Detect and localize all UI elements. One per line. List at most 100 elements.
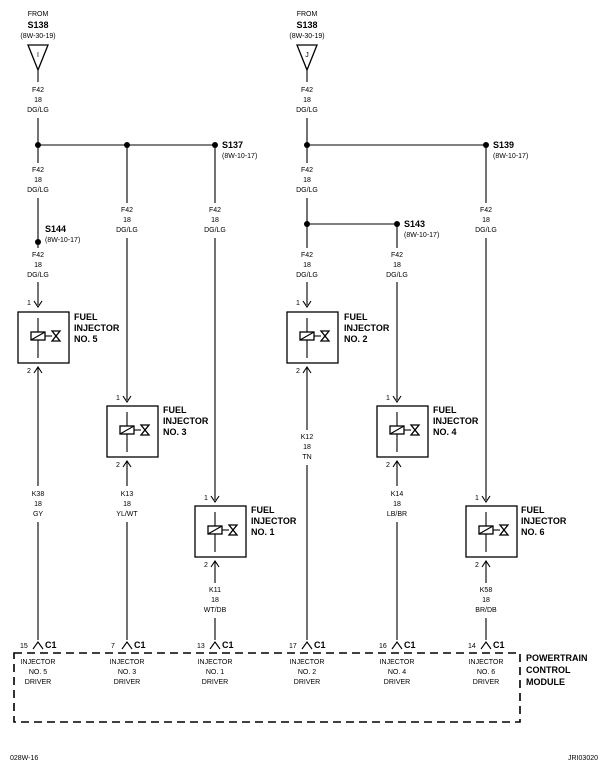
source-splice-label: S138 <box>27 20 48 30</box>
injector-label: FUEL <box>521 505 545 515</box>
wire-color: WT/DB <box>204 607 227 614</box>
source-from-label: FROM <box>28 11 49 18</box>
pin-in-label: 1 <box>27 300 31 307</box>
injector-no-3: 1 2 FUEL INJECTOR NO. 3 <box>106 395 209 469</box>
wire-color: LB/BR <box>387 511 407 518</box>
injector-label: NO. 6 <box>521 527 545 537</box>
pin-in-label: 1 <box>386 395 390 402</box>
wire-label: F42 18 DG/LG <box>27 252 49 279</box>
module-label: CONTROL <box>526 665 571 675</box>
splice-dot <box>483 142 489 148</box>
splice-dot <box>35 239 41 245</box>
source-from-label: FROM <box>297 11 318 18</box>
pin-function: NO. 4 <box>388 669 406 676</box>
wire-circuit: F42 <box>32 167 44 174</box>
wire-color: DG/LG <box>204 227 226 234</box>
injector-label: FUEL <box>74 312 98 322</box>
wire-label: K14 18 LB/BR <box>387 491 407 518</box>
wire-color: GY <box>33 511 43 518</box>
pin-function: DRIVER <box>384 679 410 686</box>
pin-function: DRIVER <box>294 679 320 686</box>
wire-label: K38 18 GY <box>32 491 45 518</box>
pcm-pins: 15 C1 INJECTOR NO. 5 DRIVER 7 C1 INJECTO… <box>20 640 505 686</box>
injector-no-2: 1 2 FUEL INJECTOR NO. 2 <box>286 300 390 375</box>
injector-label: FUEL <box>433 405 457 415</box>
wire-gauge: 18 <box>34 177 42 184</box>
wire-label: K11 18 WT/DB <box>204 587 227 614</box>
wire-label: F42 18 DG/LG <box>27 87 49 114</box>
pin-number: 14 <box>468 643 476 650</box>
pin-out-label: 2 <box>27 368 31 375</box>
wire-gauge: 18 <box>123 217 131 224</box>
pin-out-label: 2 <box>116 462 120 469</box>
source-connector-label: I <box>37 52 39 59</box>
wire-color: DG/LG <box>386 272 408 279</box>
source-connector-triangle <box>296 44 318 72</box>
wire-gauge: 18 <box>303 262 311 269</box>
valve-icon <box>319 330 331 342</box>
wire-gauge: 18 <box>34 262 42 269</box>
wire-color: DG/LG <box>296 107 318 114</box>
wire-circuit: F42 <box>391 252 403 259</box>
splice-dot <box>124 142 130 148</box>
wire-label: F42 18 DG/LG <box>386 252 408 279</box>
pin-function: DRIVER <box>202 679 228 686</box>
coil-symbol <box>207 525 223 535</box>
pin-in-label: 1 <box>296 300 300 307</box>
splice-dots <box>35 142 489 245</box>
splice-ref: (8W-10-17) <box>404 232 439 239</box>
source-right: FROM S138 (8W-30-19) J <box>289 11 325 72</box>
source-ref-label: (8W-30-19) <box>20 33 55 40</box>
wire-gauge: 18 <box>393 501 401 508</box>
pcm-pin: 7 C1 INJECTOR NO. 3 DRIVER <box>110 640 146 686</box>
pin-function: INJECTOR <box>21 659 56 666</box>
pin-connector <box>391 641 403 650</box>
pin-connector <box>209 641 221 650</box>
pin-number: 7 <box>111 643 115 650</box>
connector-id: C1 <box>493 640 505 650</box>
pin-in-label: 1 <box>204 495 208 502</box>
pcm-pin: 14 C1 INJECTOR NO. 6 DRIVER <box>468 640 505 686</box>
source-connector-label: J <box>305 52 309 59</box>
wire-label: K12 18 TN <box>301 434 314 461</box>
splice-labels: S137 (8W-10-17) S144 (8W-10-17) S139 (8W… <box>45 140 528 244</box>
wire-color: DG/LG <box>296 272 318 279</box>
injector-label: FUEL <box>251 505 275 515</box>
module-label: POWERTRAIN <box>526 653 588 663</box>
connector-id: C1 <box>404 640 416 650</box>
wire-label: F42 18 DG/LG <box>116 207 138 234</box>
splice-dot <box>212 142 218 148</box>
pin-connector <box>33 300 43 308</box>
wire-label: F42 18 DG/LG <box>204 207 226 234</box>
pin-function: DRIVER <box>114 679 140 686</box>
injector-label: INJECTOR <box>521 516 567 526</box>
injector-no-1: 1 2 FUEL INJECTOR NO. 1 <box>194 495 297 569</box>
wire-gauge: 18 <box>303 444 311 451</box>
pin-connector <box>302 300 312 308</box>
injector-label: NO. 2 <box>344 334 368 344</box>
wire-label: K13 18 YL/WT <box>116 491 138 518</box>
wire-gauge: 18 <box>303 177 311 184</box>
wire-circuit: F42 <box>301 87 313 94</box>
pin-function: INJECTOR <box>290 659 325 666</box>
valve-icon <box>498 524 510 536</box>
pin-function: INJECTOR <box>469 659 504 666</box>
source-connector-triangle <box>27 44 49 72</box>
wire-circuit: F42 <box>301 167 313 174</box>
coil-symbol <box>389 425 405 435</box>
pin-function: DRIVER <box>25 679 51 686</box>
connector-id: C1 <box>314 640 326 650</box>
pin-function: NO. 1 <box>206 669 224 676</box>
wire-color: DG/LG <box>27 187 49 194</box>
wire-label: F42 18 DG/LG <box>475 207 497 234</box>
pin-connector <box>33 366 43 374</box>
pin-connector <box>122 460 132 468</box>
source-ref-label: (8W-30-19) <box>289 33 324 40</box>
wire-gauge: 18 <box>123 501 131 508</box>
wire-color: YL/WT <box>116 511 138 518</box>
pin-function: NO. 6 <box>477 669 495 676</box>
wire-gauge: 18 <box>393 262 401 269</box>
wire-label: F42 18 DG/LG <box>27 167 49 194</box>
wire-circuit: F42 <box>32 252 44 259</box>
